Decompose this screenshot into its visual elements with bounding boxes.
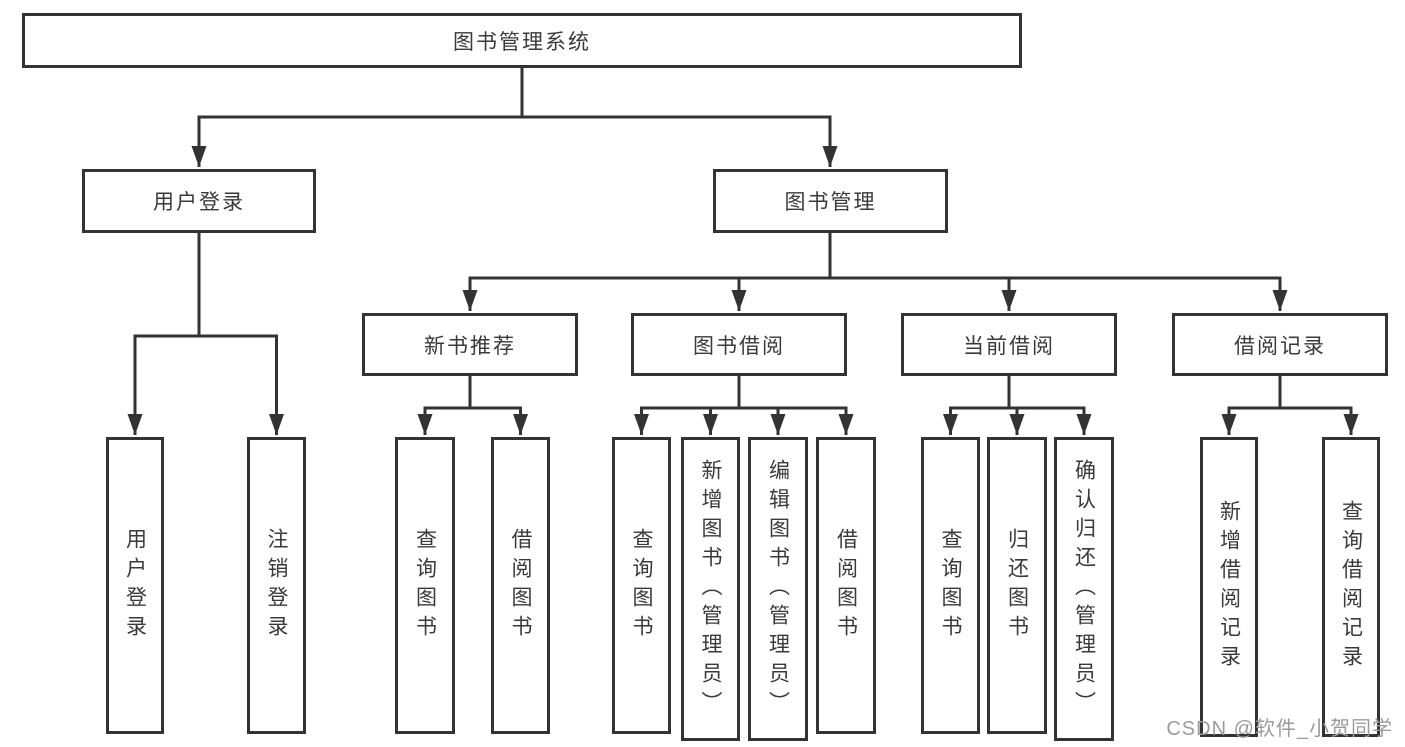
leaf-query-books-borrow-label: 查询图书 — [630, 527, 653, 644]
node-user-login-label: 用户登录 — [153, 191, 245, 214]
node-user-login: 用户登录 — [82, 169, 316, 233]
node-root-label: 图书管理系统 — [453, 30, 591, 54]
leaf-borrow-books-recommend-label: 借阅图书 — [509, 527, 532, 644]
leaf-query-books-current-label: 查询图书 — [939, 527, 962, 644]
leaf-borrow-books: 借阅图书 — [816, 437, 876, 734]
leaf-return-books-label: 归还图书 — [1005, 527, 1029, 644]
leaf-query-books-recommend-label: 查询图书 — [413, 527, 437, 644]
leaf-query-books-recommend: 查询图书 — [395, 437, 455, 734]
node-new-book-recommendation-label: 新书推荐 — [424, 334, 516, 358]
node-book-borrowing: 图书借阅 — [631, 313, 847, 376]
leaf-user-login: 用户登录 — [106, 437, 164, 734]
leaf-user-login-label: 用户登录 — [123, 527, 147, 644]
node-new-book-recommendation: 新书推荐 — [362, 313, 578, 376]
leaf-logout-label: 注销登录 — [265, 527, 288, 644]
leaf-query-borrow-record: 查询借阅记录 — [1322, 437, 1380, 737]
node-borrowing-records-label: 借阅记录 — [1234, 334, 1326, 358]
leaf-confirm-return-admin: 确认归还（管理员） — [1054, 437, 1114, 741]
csdn-watermark: CSDN @软件_小贺同学 — [1166, 718, 1393, 740]
node-book-management: 图书管理 — [713, 169, 948, 233]
node-book-borrowing-label: 图书借阅 — [693, 334, 785, 358]
node-current-borrowing: 当前借阅 — [901, 313, 1117, 376]
leaf-borrow-books-recommend: 借阅图书 — [491, 437, 550, 734]
leaf-borrow-books-label: 借阅图书 — [834, 527, 858, 644]
leaf-add-books-admin-label: 新增图书（管理员） — [699, 458, 722, 720]
leaf-query-books-current: 查询图书 — [921, 437, 980, 734]
leaf-add-borrow-record-label: 新增借阅记录 — [1217, 500, 1241, 674]
leaf-add-borrow-record: 新增借阅记录 — [1200, 437, 1258, 737]
leaf-query-books-borrow: 查询图书 — [612, 437, 671, 734]
node-current-borrowing-label: 当前借阅 — [963, 334, 1055, 358]
leaf-return-books: 归还图书 — [987, 437, 1047, 734]
leaf-query-borrow-record-label: 查询借阅记录 — [1339, 500, 1363, 674]
leaf-logout: 注销登录 — [247, 437, 306, 734]
leaf-add-books-admin: 新增图书（管理员） — [681, 437, 740, 741]
node-book-management-label: 图书管理 — [784, 191, 877, 214]
leaf-confirm-return-admin-label: 确认归还（管理员） — [1072, 458, 1096, 720]
leaf-edit-books-admin: 编辑图书（管理员） — [748, 437, 808, 741]
node-borrowing-records: 借阅记录 — [1172, 313, 1388, 376]
leaf-edit-books-admin-label: 编辑图书（管理员） — [766, 458, 790, 720]
node-root: 图书管理系统 — [22, 13, 1022, 68]
